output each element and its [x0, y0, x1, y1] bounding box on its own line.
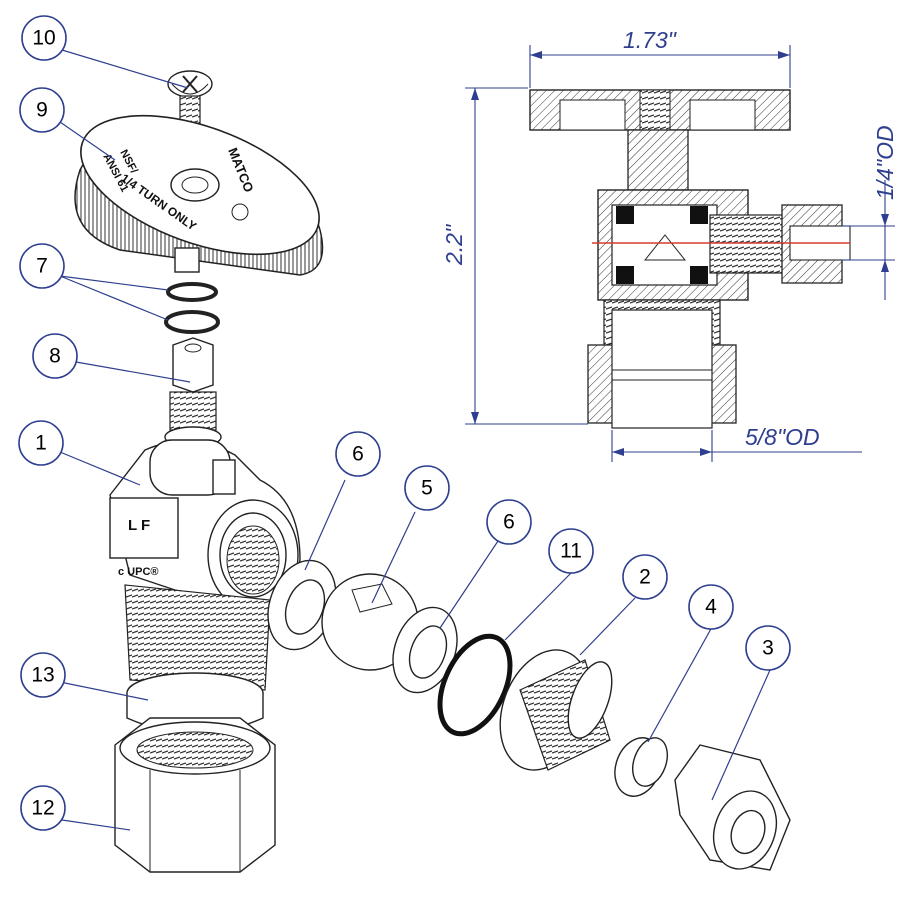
dimension-inlet-od: 5/8"OD — [745, 424, 820, 450]
callout-6a: 6 — [335, 431, 381, 477]
part-11-o-ring — [437, 633, 513, 737]
svg-text:12: 12 — [31, 797, 54, 820]
svg-text:1: 1 — [35, 432, 47, 455]
callout-4: 4 — [688, 584, 734, 630]
callout-10: 10 — [21, 15, 67, 61]
dimension-height: 2.2" — [441, 223, 467, 266]
callout-5: 5 — [404, 465, 450, 511]
leader-lines — [59, 49, 771, 831]
svg-text:8: 8 — [49, 345, 61, 368]
callout-12: 12 — [20, 785, 66, 831]
svg-text:10: 10 — [32, 27, 55, 50]
callout-1: 1 — [18, 420, 64, 466]
callout-6b: 6 — [486, 499, 532, 545]
part-9-handle: MATCO NSF/ ANSI 61 1/4 TURN ONLY — [74, 114, 324, 276]
callout-13: 13 — [20, 652, 66, 698]
part-6-seat-right — [392, 606, 458, 694]
cross-section-view — [529, 89, 851, 429]
part-12-nut — [114, 717, 276, 873]
dimension-width: 1.73" — [623, 27, 678, 53]
callout-9: 9 — [19, 87, 65, 133]
dimension-outlet-od: 1/4"OD — [872, 125, 898, 200]
part-2-bonnet — [499, 649, 613, 771]
callout-11: 11 — [548, 528, 594, 574]
part-4-sleeve — [614, 737, 668, 797]
part-10-screw — [167, 70, 213, 127]
callout-8: 8 — [32, 333, 78, 379]
svg-text:7: 7 — [36, 255, 48, 278]
svg-text:6: 6 — [352, 443, 364, 466]
part-3-compression-nut — [674, 744, 791, 871]
svg-text:6: 6 — [503, 511, 515, 534]
body-lf-mark: L F — [128, 517, 150, 534]
callout-3: 3 — [745, 625, 791, 671]
svg-text:5: 5 — [421, 477, 433, 500]
svg-text:9: 9 — [36, 99, 48, 122]
svg-text:2: 2 — [639, 566, 651, 589]
dimension-lines — [465, 45, 895, 462]
body-upc-mark: c UPC® — [118, 566, 159, 578]
svg-text:11: 11 — [560, 540, 582, 563]
svg-text:4: 4 — [705, 596, 717, 619]
part-7-o-rings — [164, 282, 220, 334]
part-1-body: L F c UPC® — [109, 439, 301, 691]
svg-text:3: 3 — [762, 637, 774, 660]
svg-text:13: 13 — [31, 664, 54, 687]
part-8-stem — [164, 337, 222, 448]
callout-7: 7 — [19, 243, 65, 289]
callout-2: 2 — [622, 554, 668, 600]
part-6-seat-left — [267, 559, 337, 651]
